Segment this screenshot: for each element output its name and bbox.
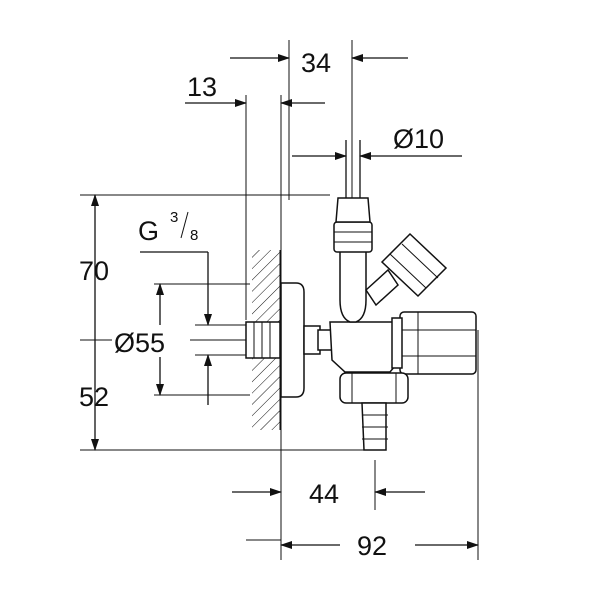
- bottom-handle: [339, 372, 409, 404]
- dimension-52: 52: [79, 340, 109, 451]
- rosette: [280, 282, 305, 398]
- dim-d10-label: Ø10: [393, 124, 444, 154]
- dimension-70: 70: [79, 194, 109, 340]
- dimension-d10: Ø10: [292, 124, 462, 160]
- dim-13-label: 13: [187, 72, 217, 102]
- dimension-44: 44: [232, 479, 425, 509]
- right-nut: [399, 311, 477, 375]
- top-nozzle: [335, 197, 371, 223]
- dim-70-label: 70: [79, 256, 109, 286]
- top-nut: [333, 221, 373, 253]
- top-riser: [339, 249, 367, 323]
- thread-sup: 3: [170, 209, 178, 226]
- main-body: [329, 321, 401, 373]
- dimension-13: 13: [185, 72, 325, 107]
- dim-92-label: 92: [357, 531, 387, 561]
- dimension-34: 34: [230, 48, 408, 78]
- thread-callout: G 3 8: [138, 209, 212, 405]
- dim-44-label: 44: [309, 479, 339, 509]
- dimension-d55: Ø55: [112, 283, 190, 396]
- angled-nut: [380, 232, 448, 298]
- dim-d55-label: Ø55: [114, 328, 165, 358]
- thread-label: G: [138, 216, 159, 246]
- thread-sub: 8: [190, 227, 198, 244]
- dimension-92: 92: [280, 531, 479, 561]
- dim-52-label: 52: [79, 382, 109, 412]
- extension-lines: [80, 40, 479, 560]
- dim-34-label: 34: [301, 48, 331, 78]
- wall-connector: [245, 321, 281, 359]
- angled-branch: [365, 268, 399, 307]
